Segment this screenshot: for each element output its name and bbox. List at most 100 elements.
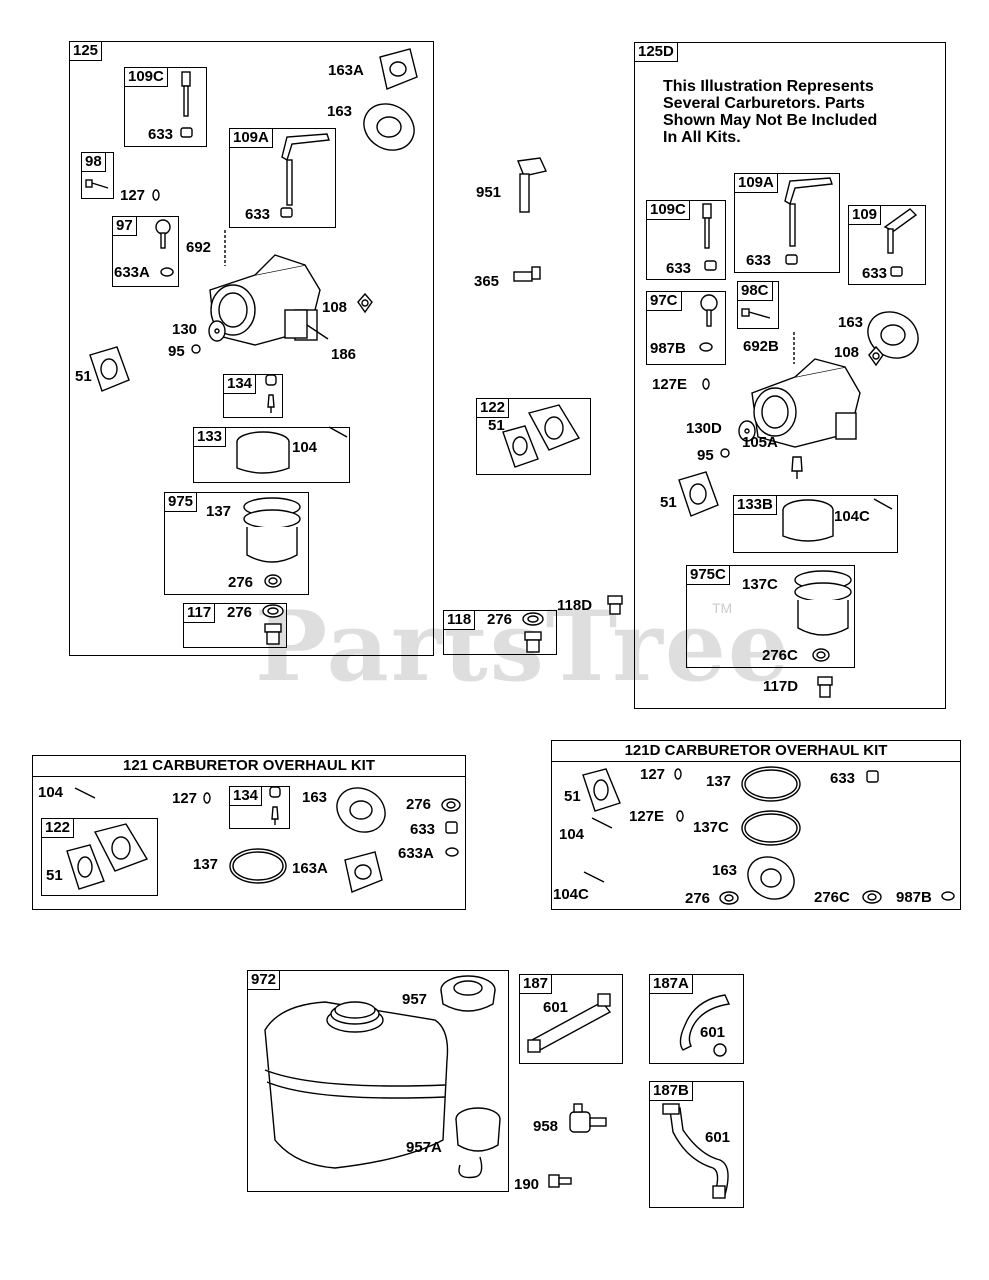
subgroup-tag: 109A: [229, 128, 273, 148]
label-987B: 987B: [650, 340, 686, 357]
clamp-part: [713, 1043, 727, 1057]
subgroup-tag: 97: [112, 216, 137, 236]
label-276: 276: [228, 574, 254, 591]
disc-part: [208, 320, 226, 342]
subgroup-97C: 97C: [646, 291, 726, 365]
o-ring-part: [741, 810, 801, 846]
subgroup-tag: 109A: [734, 173, 778, 193]
shutoff-valve-part: [569, 1103, 607, 1133]
seal-part: [941, 891, 955, 901]
fuel-valve-part: [702, 203, 712, 249]
gasket-part: [678, 471, 719, 517]
bolt-part: [607, 595, 623, 615]
label-137C: 137C: [742, 576, 778, 593]
label-951: 951: [476, 184, 502, 201]
label-633: 633: [830, 770, 856, 787]
label-127: 127: [172, 790, 198, 807]
label-276: 276: [406, 796, 432, 813]
spacer-part: [527, 404, 581, 451]
subgroup-tag: 98: [81, 152, 106, 172]
section-125D: 125D: [634, 42, 946, 709]
gasket-part: [747, 856, 795, 900]
seal-part: [160, 267, 174, 277]
subgroup-tag: 117: [183, 603, 216, 623]
screw-part: [741, 308, 771, 319]
washer-part: [812, 648, 830, 662]
subgroup-tag: 97C: [646, 291, 682, 311]
label-601: 601: [543, 999, 569, 1016]
label-186: 186: [331, 346, 357, 363]
washer-part: [264, 574, 282, 588]
illustration-note-line: In All Kits.: [663, 129, 741, 146]
section-tag: 125D: [634, 42, 678, 62]
label-163: 163: [838, 314, 864, 331]
pin-part: [873, 498, 893, 510]
spring-part: [702, 378, 710, 390]
label-127E: 127E: [629, 808, 665, 825]
washer-part: [522, 612, 544, 626]
label-105A: 105A: [742, 434, 778, 451]
subgroup-tag: 109: [848, 205, 882, 225]
subgroup-tag: 122: [41, 818, 75, 838]
label-957A: 957A: [406, 1139, 442, 1156]
subgroup-tag: 98C: [737, 281, 773, 301]
label-51: 51: [75, 368, 92, 385]
bolt-part: [264, 623, 282, 645]
fuel-cap-part: [440, 975, 496, 1012]
label-108: 108: [834, 344, 860, 361]
subgroup-109A: 109A: [734, 173, 840, 273]
label-190: 190: [514, 1176, 540, 1193]
seal-part: [890, 266, 903, 277]
subgroup-975C: 975C: [686, 565, 855, 668]
kit-121: 121 CARBURETOR OVERHAUL KIT: [32, 755, 466, 910]
carburetor-body-part: [751, 358, 861, 448]
label-633: 633: [410, 821, 436, 838]
label-692B: 692B: [743, 338, 779, 355]
subgroup-tag: 109C: [646, 200, 690, 220]
subgroup-98C: 98C: [737, 281, 779, 329]
disc-part: [738, 420, 756, 442]
label-104C: 104C: [553, 886, 589, 903]
washer-part: [719, 891, 739, 905]
subgroup-tag: 972: [247, 970, 281, 990]
label-163: 163: [302, 789, 328, 806]
label-958: 958: [533, 1118, 559, 1135]
label-137: 137: [193, 856, 219, 873]
float-part: [782, 499, 834, 542]
subgroup-134: 134: [229, 786, 290, 829]
subgroup-187: 187: [519, 974, 623, 1064]
kit-title: 121 CARBURETOR OVERHAUL KIT: [33, 756, 465, 777]
label-104: 104: [38, 784, 64, 801]
choke-shaft-part: [155, 219, 171, 249]
subgroup-117: 117: [183, 603, 287, 648]
subgroup-tag: 109C: [124, 67, 168, 87]
illustration-note-line: Shown May Not Be Included: [663, 112, 878, 129]
label-365: 365: [474, 273, 500, 290]
needle-valve-part: [265, 374, 277, 413]
label-633: 633: [746, 252, 772, 269]
subgroup-98: 98: [81, 152, 114, 199]
seal-part: [785, 254, 798, 265]
fuel-line-part: [527, 993, 612, 1053]
seal-part: [180, 127, 193, 138]
label-104C: 104C: [834, 508, 870, 525]
subgroup-tag: 134: [223, 374, 257, 394]
subgroup-tag: 187B: [649, 1081, 693, 1101]
label-108: 108: [322, 299, 348, 316]
label-127E: 127E: [652, 376, 688, 393]
label-633: 633: [862, 265, 888, 282]
trademark-mark: TM: [712, 600, 733, 616]
plate-part: [357, 292, 373, 314]
label-987B: 987B: [896, 889, 932, 906]
label-633A: 633A: [398, 845, 434, 862]
subgroup-109C: 109C: [124, 67, 207, 147]
bowl-part: [794, 570, 852, 636]
spring-part: [224, 230, 226, 266]
primer-part: [517, 157, 547, 213]
screw-part: [720, 448, 730, 458]
bowl-drain-part: [284, 309, 329, 340]
subgroup-118: 118: [443, 610, 557, 655]
gasket-part: [344, 851, 383, 893]
screw-part: [548, 1174, 572, 1188]
label-601: 601: [700, 1024, 726, 1041]
